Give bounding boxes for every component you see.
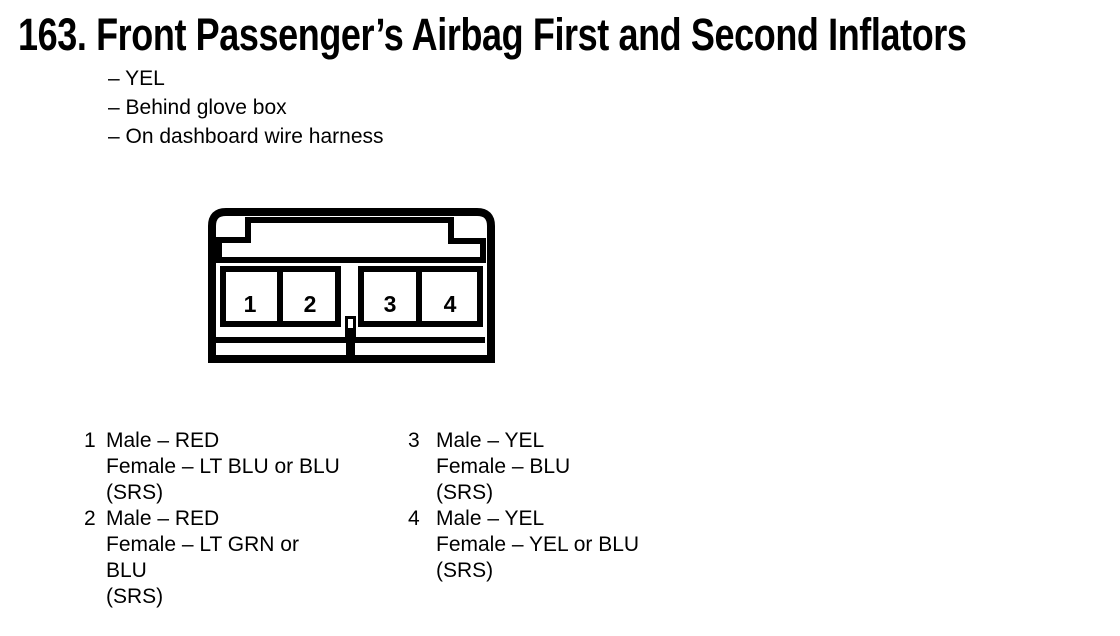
legend-line: Male – YEL [436, 429, 545, 452]
connector-drawing: 1 2 3 4 [208, 208, 495, 363]
legend-pin-wires: Male – RED Female – LT GRN or BLU (SRS) [106, 506, 299, 610]
legend-item-pin-2: 2 Male – RED Female – LT GRN or BLU (SRS… [84, 506, 340, 610]
legend-line: (SRS) [436, 559, 494, 582]
legend-pin-wires: Male – YEL Female – YEL or BLU (SRS) [436, 506, 639, 584]
legend-pin-number: 2 [84, 507, 96, 530]
connector-diagram: 1 2 3 4 [200, 200, 500, 370]
connector-top-key-rib [216, 217, 486, 263]
legend-line: Male – YEL [436, 507, 545, 530]
pin-number-1: 1 [244, 291, 257, 317]
pin-number-2: 2 [304, 291, 317, 317]
pin-number-4: 4 [444, 291, 457, 317]
legend-line: Male – RED [106, 507, 220, 530]
legend-item-pin-1: 1 Male – RED Female – LT BLU or BLU (SRS… [84, 428, 340, 506]
legend-item-pin-3: 3 Male – YEL Female – BLU (SRS) [408, 428, 639, 506]
legend-pin-wires: Male – RED Female – LT BLU or BLU (SRS) [106, 428, 340, 506]
connector-bottom-divider [346, 340, 355, 359]
legend-line: BLU [106, 559, 147, 582]
page-title-text: 163. Front Passenger’s Airbag First and … [18, 9, 967, 60]
legend-line: Female – BLU [436, 455, 571, 478]
legend-line: Female – LT GRN or [106, 533, 299, 556]
note-line-harness: – On dashboard wire harness [108, 125, 384, 148]
note-line-color: – YEL [108, 67, 165, 90]
legend-line: Female – LT BLU or BLU [106, 455, 340, 478]
legend-line: (SRS) [106, 585, 164, 608]
legend-item-pin-4: 4 Male – YEL Female – YEL or BLU (SRS) [408, 506, 639, 584]
pin-legend-column-2: 3 Male – YEL Female – BLU (SRS) 4 Male –… [408, 428, 639, 584]
pin-number-3: 3 [384, 291, 397, 317]
connector-center-slot-notch [348, 319, 353, 328]
page-title: 163. Front Passenger’s Airbag First and … [18, 12, 1120, 57]
legend-pin-number: 1 [84, 429, 96, 452]
legend-line: (SRS) [436, 481, 494, 504]
legend-pin-number: 3 [408, 429, 420, 452]
connector-center-slot [345, 316, 356, 343]
legend-pin-number: 4 [408, 507, 420, 530]
pin-legend-column-1: 1 Male – RED Female – LT BLU or BLU (SRS… [84, 428, 340, 610]
legend-line: Female – YEL or BLU [436, 533, 640, 556]
legend-line: Male – RED [106, 429, 220, 452]
legend-pin-wires: Male – YEL Female – BLU (SRS) [436, 428, 570, 506]
legend-line: (SRS) [106, 481, 164, 504]
note-line-location: – Behind glove box [108, 96, 287, 119]
connector-location-notes: – YEL – Behind glove box – On dashboard … [108, 64, 384, 151]
